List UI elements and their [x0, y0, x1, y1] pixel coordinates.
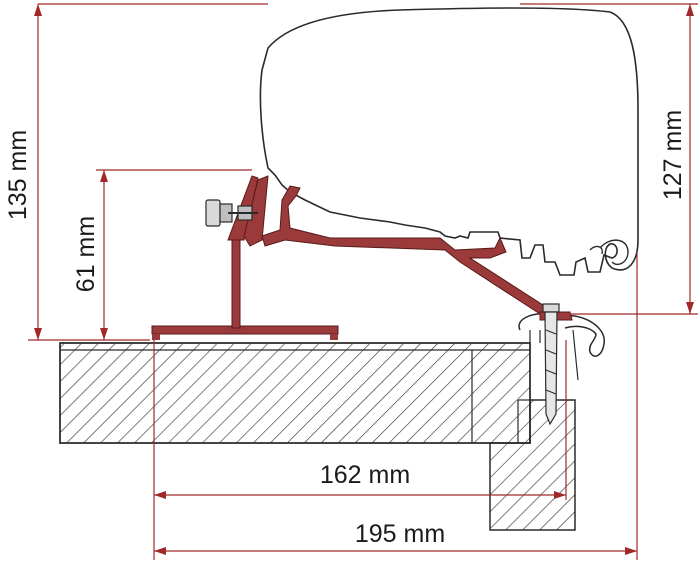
awning-casing	[259, 7, 639, 276]
screw	[542, 303, 560, 426]
bolt-nut	[205, 199, 258, 227]
dimension-label-61: 61 mm	[72, 216, 100, 292]
dimension-lines	[28, 3, 698, 560]
dimension-label-195: 195 mm	[355, 520, 445, 548]
wall-section	[489, 399, 576, 531]
gutter-profile	[518, 312, 605, 381]
dimension-label-162: 162 mm	[320, 461, 410, 489]
roof-section	[59, 342, 531, 444]
dimension-label-127: 127 mm	[659, 110, 687, 200]
dimension-label-135: 135 mm	[4, 130, 32, 220]
